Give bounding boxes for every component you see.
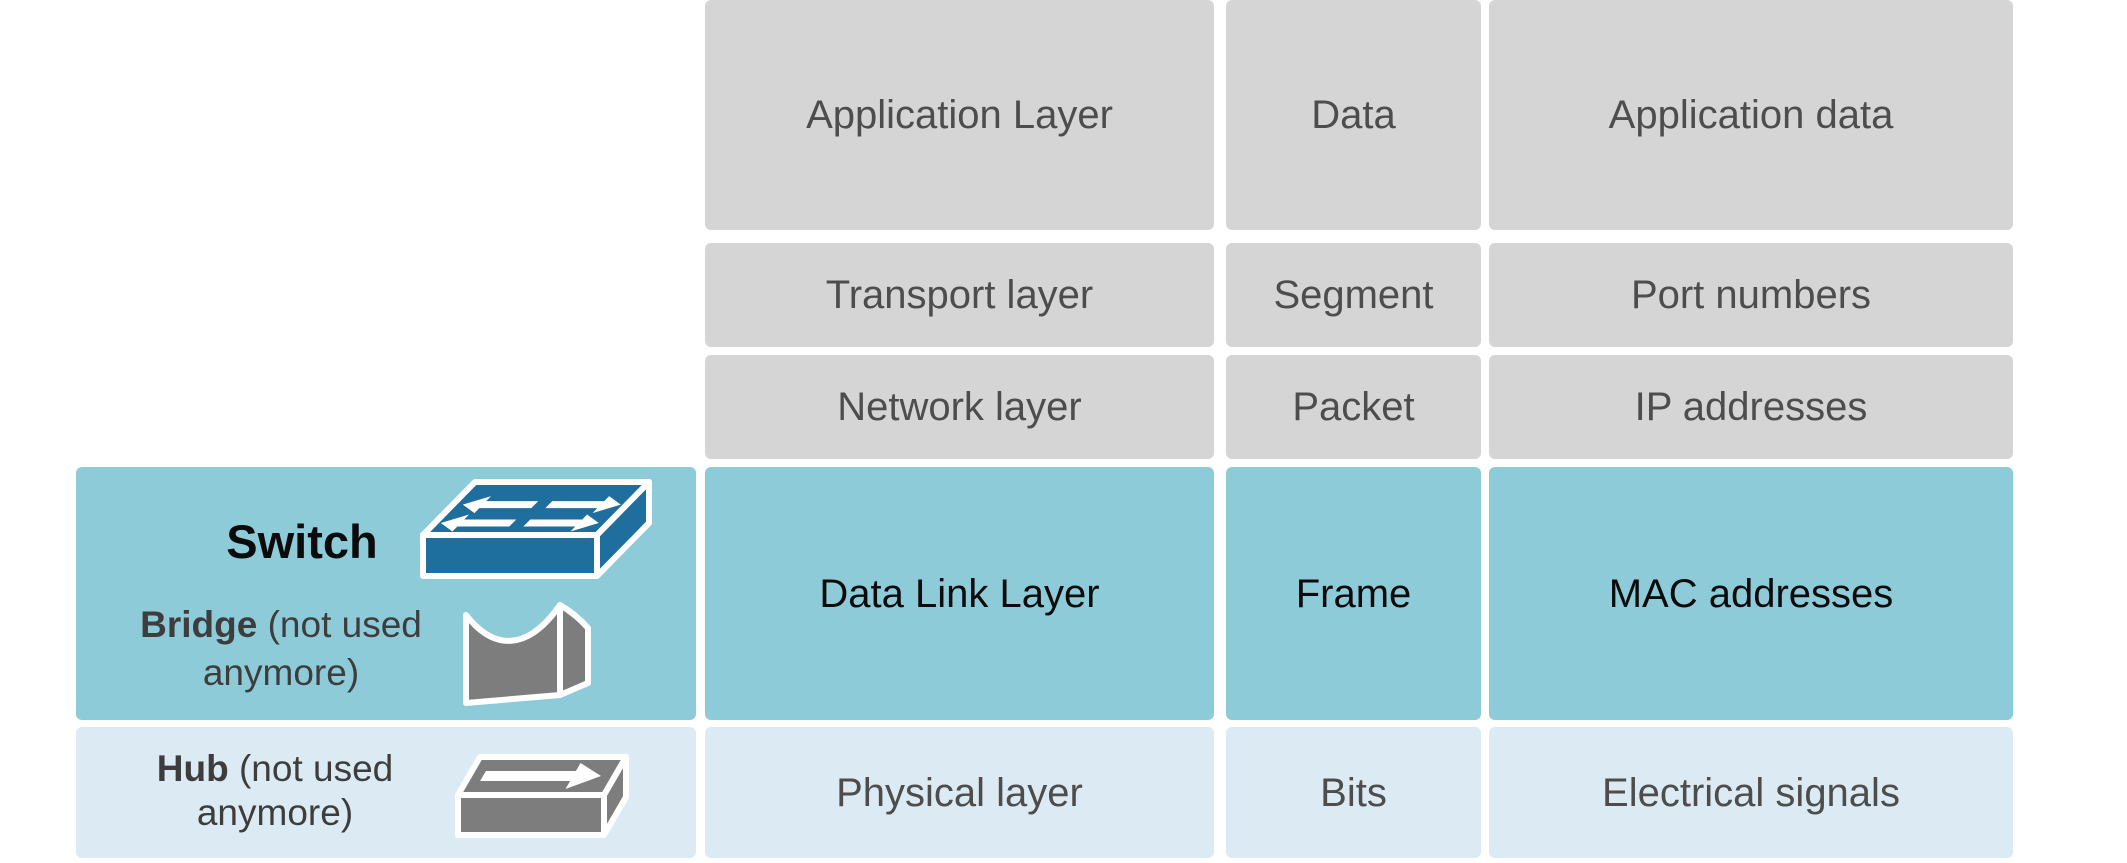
hub-label: Hub (not used anymore) (156, 748, 394, 833)
cell-datalink-unit: Frame (1226, 467, 1481, 720)
device-panel-datalink: Switch Bridge (not used anymore) (76, 467, 696, 720)
cell-transport-unit: Segment (1226, 243, 1481, 347)
cell-transport-layer: Transport layer (705, 243, 1214, 347)
cell-text: Application data (1608, 93, 1894, 137)
switch-label: Switch (226, 515, 378, 568)
cell-text: Packet (1292, 385, 1415, 429)
cell-text: Bits (1320, 770, 1387, 815)
cell-network-layer: Network layer (705, 355, 1214, 459)
hub-icon (452, 745, 630, 841)
cell-text: Port numbers (1630, 273, 1872, 317)
cell-text: Application Layer (806, 93, 1113, 137)
cell-text: MAC addresses (1608, 571, 1894, 616)
cell-text: Data (1311, 93, 1396, 137)
cell-physical-addressing: Electrical signals (1489, 727, 2013, 858)
cell-datalink-layer: Data Link Layer (705, 467, 1214, 720)
cell-transport-addressing: Port numbers (1489, 243, 2013, 347)
cell-text: IP addresses (1634, 385, 1868, 429)
cell-text: Data Link Layer (819, 571, 1100, 616)
cell-text: Network layer (837, 385, 1082, 429)
cell-application-layer: Application Layer (705, 0, 1214, 230)
cell-text: Physical layer (836, 770, 1083, 815)
cell-network-addressing: IP addresses (1489, 355, 2013, 459)
cell-network-unit: Packet (1226, 355, 1481, 459)
cell-text: Frame (1295, 571, 1412, 616)
device-panel-physical: Hub (not used anymore) (76, 727, 696, 858)
bridge-label: Bridge (not used anymore) (140, 604, 422, 693)
switch-icon (417, 476, 655, 588)
cell-datalink-addressing: MAC addresses (1489, 467, 2013, 720)
cell-physical-layer: Physical layer (705, 727, 1214, 858)
cell-application-addressing: Application data (1489, 0, 2013, 230)
cell-text: Electrical signals (1602, 770, 1900, 815)
cell-physical-unit: Bits (1226, 727, 1481, 858)
bridge-icon (460, 595, 610, 713)
cell-application-unit: Data (1226, 0, 1481, 230)
cell-text: Segment (1273, 273, 1434, 317)
cell-text: Transport layer (825, 273, 1094, 317)
